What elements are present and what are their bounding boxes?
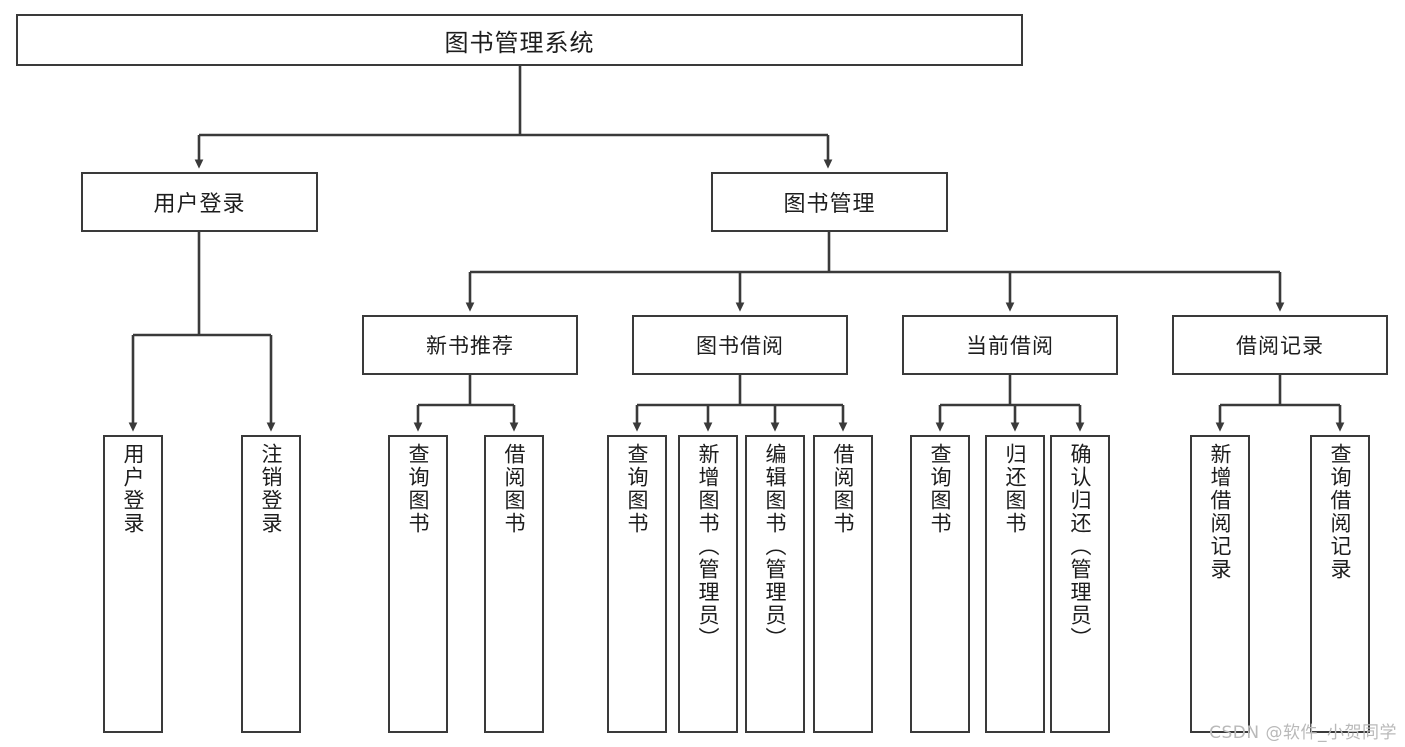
node-leaf-query-book-3-label: 查询图书 [928,443,953,535]
watermark: CSDN @软件_小贺同学 [1209,723,1397,743]
node-leaf-user-login[interactable]: 用户登录 [103,435,163,733]
node-root-label: 图书管理系统 [444,28,595,57]
node-leaf-return-book[interactable]: 归还图书 [985,435,1045,733]
node-leaf-confirm-return[interactable]: 确认归还（管理员） [1050,435,1110,733]
node-leaf-user-login-label: 用户登录 [121,443,146,535]
node-leaf-add-record-label: 新增借阅记录 [1208,443,1233,581]
node-book-borrow[interactable]: 图书借阅 [632,315,848,375]
node-leaf-query-book-3[interactable]: 查询图书 [910,435,970,733]
node-leaf-logout[interactable]: 注销登录 [241,435,301,733]
node-leaf-borrow-book-1[interactable]: 借阅图书 [484,435,544,733]
node-leaf-borrow-book-1-label: 借阅图书 [502,443,527,535]
node-leaf-add-book[interactable]: 新增图书（管理员） [678,435,738,733]
node-leaf-edit-book-label: 编辑图书（管理员） [763,443,788,650]
node-leaf-add-book-label: 新增图书（管理员） [696,443,721,650]
node-current-borrow-label: 当前借阅 [966,334,1054,358]
node-leaf-confirm-return-label: 确认归还（管理员） [1068,443,1093,650]
node-leaf-logout-label: 注销登录 [259,443,284,535]
node-leaf-query-record[interactable]: 查询借阅记录 [1310,435,1370,733]
node-current-borrow[interactable]: 当前借阅 [902,315,1118,375]
node-leaf-borrow-book-2[interactable]: 借阅图书 [813,435,873,733]
node-borrow-record-label: 借阅记录 [1236,334,1324,358]
node-book-manage[interactable]: 图书管理 [711,172,948,232]
node-leaf-query-book-1-label: 查询图书 [406,443,431,535]
node-leaf-add-record[interactable]: 新增借阅记录 [1190,435,1250,733]
node-user-login-label: 用户登录 [153,192,246,217]
node-leaf-query-book-1[interactable]: 查询图书 [388,435,448,733]
node-leaf-borrow-book-2-label: 借阅图书 [831,443,856,535]
node-leaf-edit-book[interactable]: 编辑图书（管理员） [745,435,805,733]
node-book-borrow-label: 图书借阅 [696,334,784,358]
node-root[interactable]: 图书管理系统 [16,14,1023,66]
node-new-book-rec-label: 新书推荐 [426,334,514,358]
node-leaf-query-book-2-label: 查询图书 [625,443,650,535]
node-new-book-rec[interactable]: 新书推荐 [362,315,578,375]
node-user-login[interactable]: 用户登录 [81,172,318,232]
node-borrow-record[interactable]: 借阅记录 [1172,315,1388,375]
node-book-manage-label: 图书管理 [783,192,876,217]
node-leaf-query-record-label: 查询借阅记录 [1328,443,1353,581]
node-leaf-query-book-2[interactable]: 查询图书 [607,435,667,733]
node-leaf-return-book-label: 归还图书 [1003,443,1028,535]
